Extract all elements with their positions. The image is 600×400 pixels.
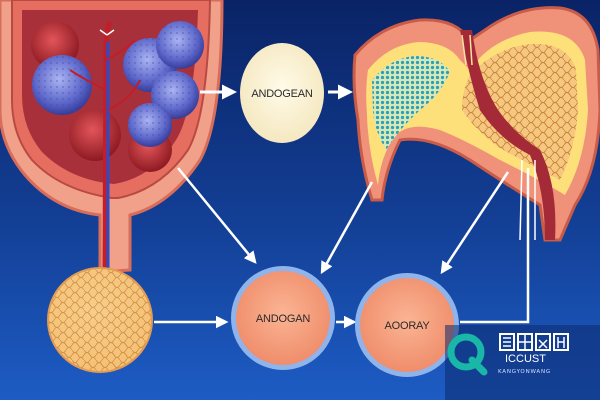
watermark-sub-text: KANGYONWANG	[498, 369, 551, 375]
watermark-cjk-title-mark	[499, 333, 569, 351]
node-top: ANDOGEAN	[240, 43, 324, 143]
watermark-side-text: ICCUST	[505, 353, 546, 365]
node-bottom-right: AOORAY	[355, 273, 459, 377]
cell-tissue-disc	[47, 267, 153, 373]
arrow-loop-right	[460, 168, 530, 324]
connector-arrows	[154, 84, 530, 329]
arrow-right-organ-to-bottom-left	[320, 181, 374, 275]
node-bottom-left: ANDOGAN	[231, 266, 335, 370]
arrow-right-organ-to-bottom-right	[440, 171, 510, 275]
left-organ-illustration	[0, 0, 224, 274]
watermark: ICCUST KANGYONWANG	[445, 325, 600, 400]
node-top-label: ANDOGEAN	[251, 88, 313, 100]
right-organ-illustration	[352, 6, 600, 242]
node-bottom-right-label: AOORAY	[384, 320, 430, 332]
node-bottom-left-label: ANDOGAN	[256, 313, 310, 325]
arrow-left-organ-to-bottom-left	[177, 167, 257, 264]
watermark-logo-icon	[447, 333, 488, 376]
